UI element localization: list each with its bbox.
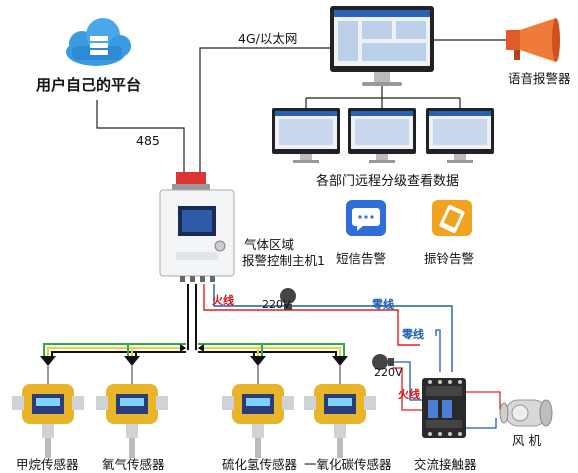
plug-icon bbox=[280, 288, 296, 310]
rs485-line bbox=[96, 100, 185, 180]
ac-contactor bbox=[422, 378, 466, 438]
fire-wire-label: 火线 bbox=[212, 294, 234, 307]
main-monitor bbox=[330, 6, 434, 86]
host-label-line1: 气体区域 bbox=[244, 237, 295, 252]
vibrate-alarm-label: 振铃告警 bbox=[424, 251, 475, 266]
sensor-cables bbox=[43, 284, 345, 358]
remote-monitor-1 bbox=[272, 108, 340, 163]
voltage-label-1: 220V bbox=[262, 298, 291, 311]
network-label: 4G/以太网 bbox=[238, 31, 298, 46]
cloud-icon bbox=[66, 18, 131, 66]
zero-wire-label-2: 零线 bbox=[402, 328, 424, 341]
cable-arrows bbox=[40, 344, 348, 366]
fan-label: 风 机 bbox=[512, 433, 541, 448]
fire-wire-line bbox=[203, 284, 420, 346]
monitor-tree-lines bbox=[305, 86, 461, 108]
remote-monitor-3 bbox=[426, 108, 494, 163]
contactor-label: 交流接触器 bbox=[414, 457, 477, 472]
rs485-label: 485 bbox=[136, 133, 160, 148]
sensor-h2s bbox=[222, 384, 294, 438]
sensor-label-methane: 甲烷传感器 bbox=[16, 457, 79, 472]
plug-icon-2 bbox=[372, 354, 394, 370]
voltage-label-2: 220V bbox=[374, 366, 403, 379]
sensor-pipes bbox=[45, 438, 343, 458]
alarm-controller-host bbox=[159, 172, 235, 282]
sms-alarm-icon bbox=[346, 200, 386, 236]
platform-label: 用户自己的平台 bbox=[36, 76, 142, 94]
sensor-label-oxygen: 氧气传感器 bbox=[102, 457, 165, 472]
sensor-oxygen bbox=[96, 384, 168, 438]
zero-wire-line bbox=[213, 284, 453, 372]
sensor-co bbox=[304, 384, 376, 438]
voice-alarm-speaker-icon bbox=[506, 18, 560, 62]
fire-wire-label-2: 火线 bbox=[398, 388, 420, 401]
network-line bbox=[199, 47, 330, 180]
remote-monitor-2 bbox=[348, 108, 416, 163]
sensor-methane bbox=[12, 384, 84, 438]
host-label-line2: 报警控制主机1 bbox=[242, 253, 325, 268]
sensor-label-h2s: 硫化氢传感器 bbox=[222, 457, 298, 472]
sensor-label-co: 一氧化碳传感器 bbox=[304, 457, 392, 472]
remote-view-label: 各部门远程分级查看数据 bbox=[316, 174, 460, 189]
zero-wire-label: 零线 bbox=[372, 298, 394, 311]
sms-alarm-label: 短信告警 bbox=[336, 251, 387, 266]
fan-icon bbox=[499, 399, 553, 427]
voice-alarm-label: 语音报警器 bbox=[508, 71, 571, 86]
vibrate-alarm-icon bbox=[432, 200, 472, 236]
